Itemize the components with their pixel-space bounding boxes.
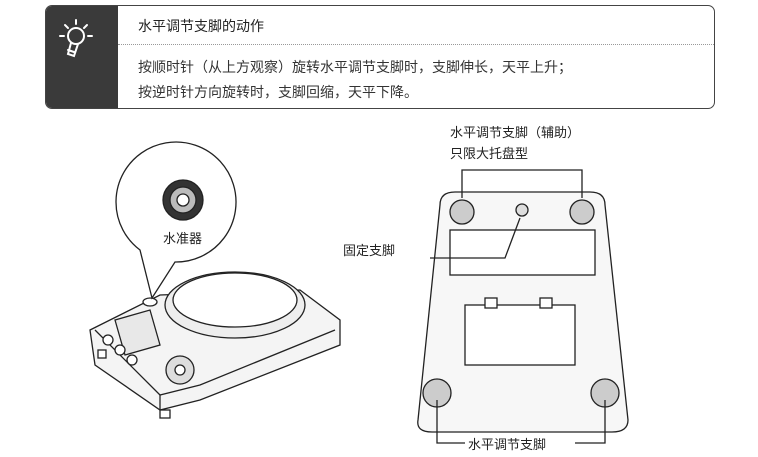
level-label: 水准器 xyxy=(163,232,203,247)
lightbulb-icon xyxy=(59,19,93,58)
tip-sidebar xyxy=(46,6,118,108)
fixed-foot-label: 固定支脚 xyxy=(343,244,396,259)
divider xyxy=(118,44,714,45)
level-callout xyxy=(115,141,237,300)
aux-feet-label: 水平调节支脚（辅助） xyxy=(450,126,581,141)
balance-perspective xyxy=(89,271,341,419)
tip-box: 水平调节支脚的动作 按顺时针（从上方观察）旋转水平调节支脚时，支脚伸长，天平上升… xyxy=(45,5,715,109)
tip-line: 按逆时针方向旋转时，支脚回缩，天平下降。 xyxy=(138,85,418,101)
aux-feet-note: 只限大托盘型 xyxy=(450,147,529,162)
tip-title: 水平调节支脚的动作 xyxy=(138,19,264,35)
adjust-feet-label: 水平调节支脚 xyxy=(468,438,547,453)
tip-body: 按顺时针（从上方观察）旋转水平调节支脚时，支脚伸长，天平上升； 按逆时针方向旋转… xyxy=(138,56,572,106)
balance-bottom-view xyxy=(417,191,629,433)
leader-lines xyxy=(430,169,606,444)
tip-line: 按顺时针（从上方观察）旋转水平调节支脚时，支脚伸长，天平上升； xyxy=(138,60,572,76)
